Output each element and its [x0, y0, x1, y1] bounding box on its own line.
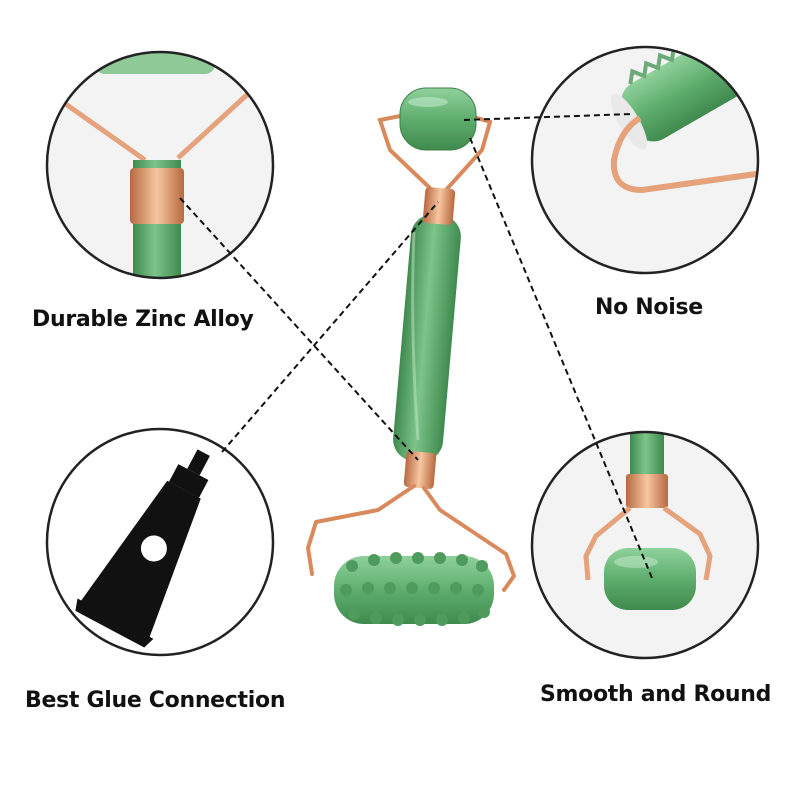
glue-tube-icon — [75, 449, 210, 648]
jade-roller — [306, 87, 516, 626]
glue-connection-detail — [45, 427, 275, 657]
caption-no-noise: No Noise — [595, 295, 703, 320]
bottom-ferrule — [403, 451, 437, 489]
bottom-frame-wire — [306, 484, 516, 592]
top-frame-wire — [377, 114, 493, 192]
caption-best-glue-connection: Best Glue Connection — [25, 688, 286, 713]
caption-durable-zinc-alloy: Durable Zinc Alloy — [32, 307, 254, 332]
top-ferrule — [422, 187, 456, 225]
jade-handle — [393, 214, 461, 462]
caption-smooth-and-round: Smooth and Round — [540, 682, 772, 707]
zinc-alloy-detail — [45, 50, 275, 280]
smooth-round-detail — [530, 430, 760, 660]
large-spiked-roller — [334, 552, 494, 626]
callout-lines — [179, 113, 653, 579]
no-noise-detail — [530, 45, 760, 275]
callout-zinc-to-ferrule — [179, 197, 419, 461]
callout-noise-to-roller — [463, 113, 633, 121]
callout-glue-to-ferrule — [221, 201, 439, 453]
